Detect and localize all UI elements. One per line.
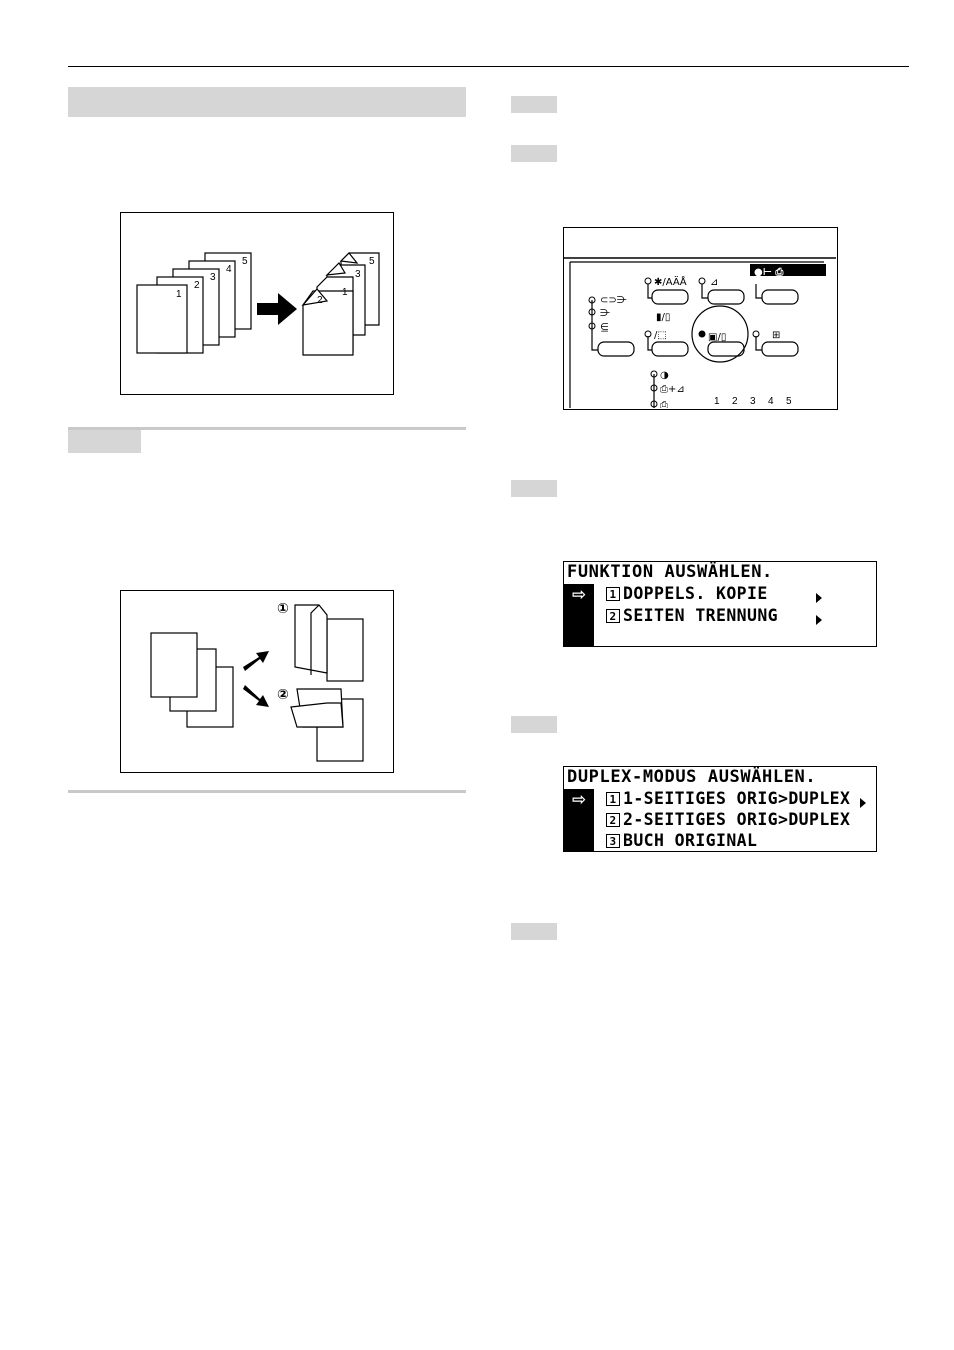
svg-text:▣/▯: ▣/▯	[708, 332, 726, 343]
svg-text:◑: ◑	[660, 370, 669, 381]
page-sheet	[326, 618, 364, 682]
svg-text:⎙: ⎙	[660, 400, 668, 408]
indicator-lamp-icon	[650, 370, 658, 378]
page-sheet	[150, 632, 198, 698]
panel-button	[651, 341, 689, 357]
figure-copy-modes: ① ②	[120, 590, 394, 773]
panel-button	[651, 289, 689, 305]
step-marker	[511, 923, 557, 940]
page-corner-fold	[301, 288, 329, 306]
submenu-arrow-icon	[816, 593, 822, 603]
indicator-lamp-icon	[644, 277, 652, 285]
lcd-title: DUPLEX-MODUS AUSWÄHLEN.	[567, 767, 817, 787]
indicator-number: 2	[732, 396, 738, 407]
control-panel-figure: ●⊢ ⎙ ✱/AÄÅ	[563, 227, 838, 411]
section-divider	[68, 790, 466, 793]
svg-text:⊂⊃⋺: ⊂⊃⋺	[600, 295, 627, 306]
mode-marker: ①	[277, 601, 289, 617]
step-marker	[511, 96, 557, 113]
lcd-title: FUNKTION AUSWÄHLEN.	[567, 562, 773, 582]
control-panel-illustration: ●⊢ ⎙ ✱/AÄÅ	[564, 228, 836, 411]
indicator-number: 4	[768, 396, 774, 407]
page-sheet	[136, 284, 188, 354]
panel-button	[597, 341, 635, 357]
page-number: 5	[242, 256, 248, 267]
indicator-lamp-icon	[644, 330, 652, 338]
page-number: 2	[194, 280, 200, 291]
step-marker	[511, 716, 557, 733]
brightness-label: ✱/AÄÅ	[654, 275, 687, 288]
submenu-arrow-icon	[860, 798, 866, 808]
page-number: 2	[317, 295, 323, 306]
arrow-right-icon	[257, 293, 297, 325]
indicator-lamp-icon	[650, 384, 658, 392]
selector-arrow-icon: ⇨	[572, 585, 587, 605]
indicator-lamp-icon	[752, 330, 760, 338]
panel-highlight-label	[750, 264, 826, 276]
indicator-lamp-icon	[588, 308, 596, 316]
copy-modes-illustration: ① ②	[150, 601, 364, 762]
mode-marker: ②	[277, 687, 289, 703]
svg-text:/⬚: /⬚	[654, 330, 667, 341]
header-rule	[68, 66, 909, 67]
section-heading-bar	[68, 87, 466, 117]
indicator-lamp-icon	[650, 400, 658, 408]
page-number: 3	[210, 272, 216, 283]
subsection-heading-bar	[68, 430, 141, 453]
step-marker	[511, 145, 557, 162]
highlight-circle	[691, 305, 749, 363]
lcd-cursor-bar: ⇨	[564, 584, 594, 646]
arrow-right-icon	[243, 685, 269, 707]
submenu-arrow-icon	[816, 615, 822, 625]
indicator-lamp-icon	[588, 296, 596, 304]
page-number: 4	[226, 264, 232, 275]
indicator-lamp-icon	[588, 322, 596, 330]
indicator-number: 1	[714, 396, 720, 407]
figure-page-stacking: 5 4 3 2 1 5 3 1 2	[120, 212, 394, 395]
indicator-lamp-icon	[698, 330, 706, 338]
indicator-number: 3	[750, 396, 756, 407]
svg-text:●⊢ ⎙: ●⊢ ⎙	[754, 266, 784, 278]
split-page-sheet	[290, 702, 344, 728]
selector-arrow-icon: ⇨	[572, 790, 587, 810]
svg-text:⎙+⊿: ⎙+⊿	[660, 384, 685, 395]
svg-text:⊞: ⊞	[772, 330, 780, 341]
page-number: 1	[342, 287, 348, 298]
indicator-lamp-icon	[698, 277, 706, 285]
svg-text:▮/▯: ▮/▯	[656, 312, 670, 323]
page-number: 5	[369, 256, 375, 267]
page-corner-fold	[339, 252, 359, 264]
panel-button	[707, 289, 745, 305]
page-stacking-illustration: 5 4 3 2 1 5 3 1 2	[136, 252, 380, 356]
arrow-right-icon	[243, 651, 269, 671]
panel-button	[761, 289, 799, 305]
section-divider	[68, 427, 466, 430]
page-number: 3	[355, 269, 361, 280]
page-number: 1	[176, 289, 182, 300]
lcd-cursor-bar: ⇨	[564, 789, 594, 851]
page-corner-fold	[325, 262, 346, 276]
svg-text:⋺: ⋺	[600, 308, 610, 319]
step-marker	[511, 480, 557, 497]
svg-text:⊿: ⊿	[710, 277, 718, 288]
panel-button	[761, 341, 799, 357]
indicator-number: 5	[786, 396, 792, 407]
svg-text:⋸: ⋸	[600, 322, 609, 333]
